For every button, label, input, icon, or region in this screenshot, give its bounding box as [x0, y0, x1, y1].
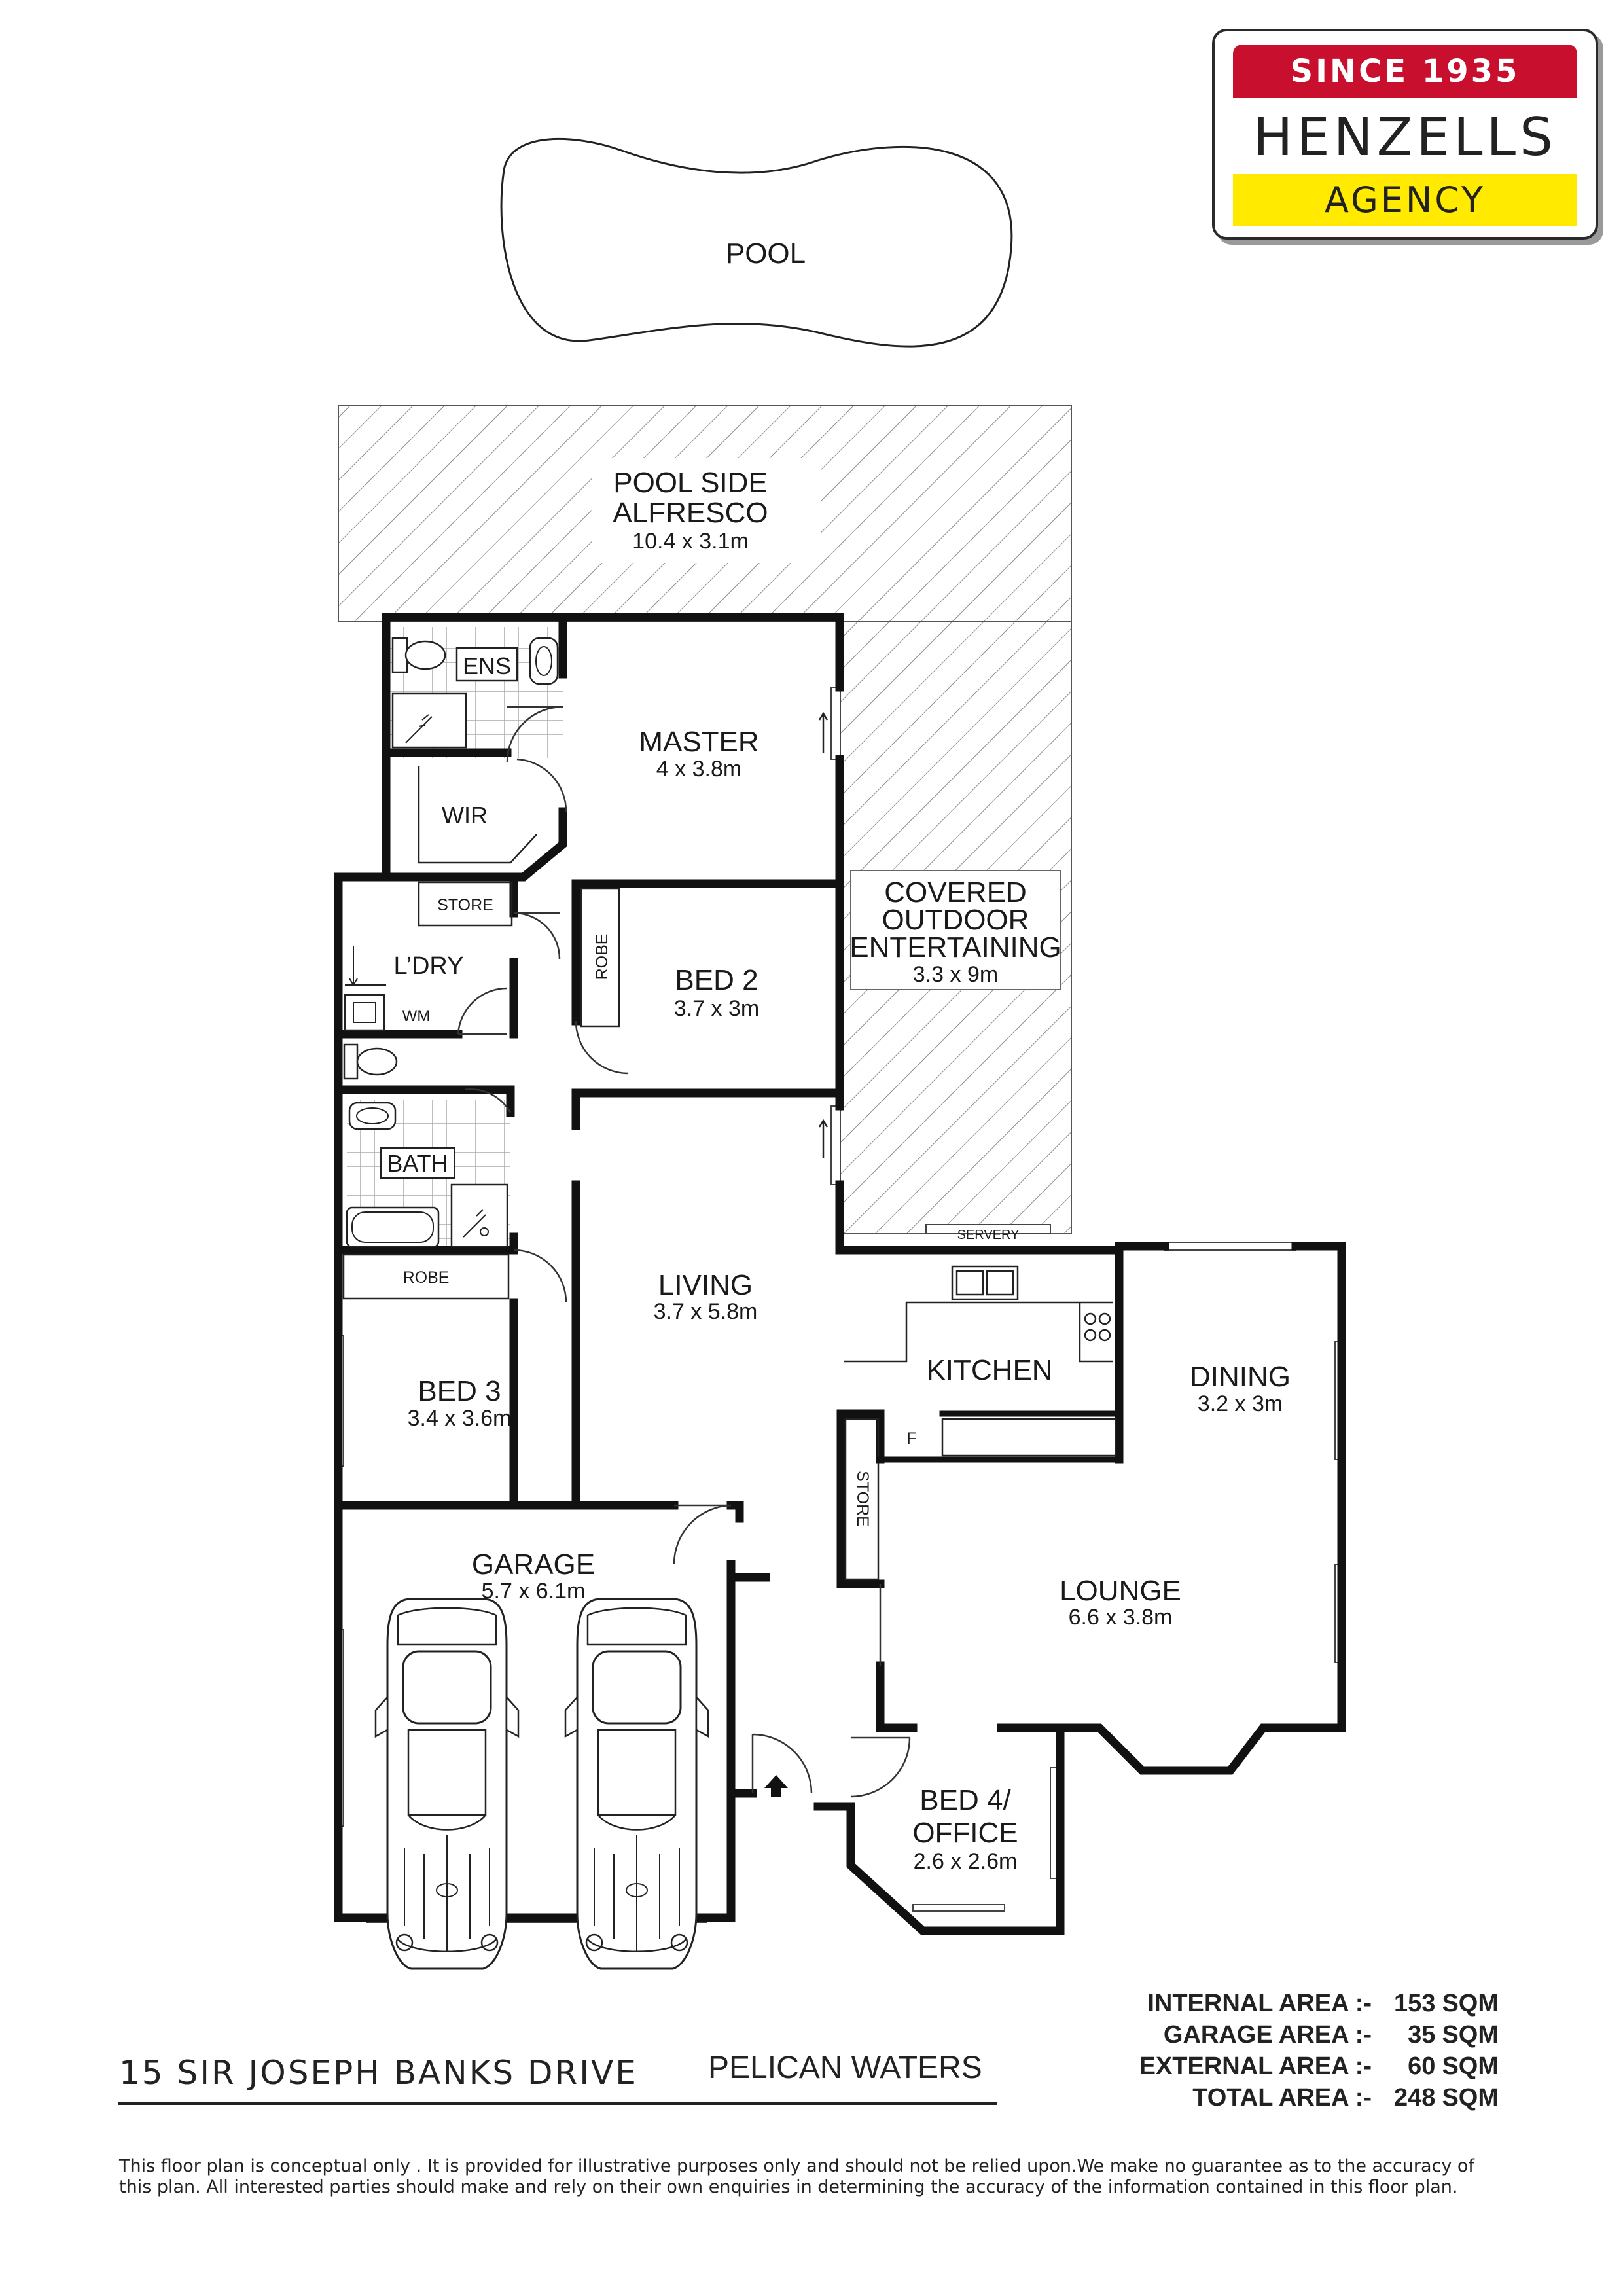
ensuite-fixtures: [391, 637, 559, 749]
garage-name: GARAGE: [472, 1549, 595, 1581]
store2-box: [844, 1418, 880, 1581]
wir-rail: [418, 766, 537, 864]
bed2-dims: 3.7 x 3m: [674, 996, 759, 1021]
toilet-icon: [343, 1043, 398, 1080]
alfresco-name-line1: POOL SIDE: [613, 467, 768, 499]
living-name: LIVING: [658, 1269, 753, 1301]
dining-name: DINING: [1190, 1361, 1291, 1393]
dining-dims: 3.2 x 3m: [1198, 1391, 1283, 1416]
kitchen-island: [877, 1410, 1122, 1463]
ldry-label: L’DRY: [393, 952, 463, 980]
cooktop-icon: [1084, 1312, 1111, 1342]
wir-label: WIR: [442, 802, 488, 829]
pool-outline: [500, 137, 1013, 348]
suburb: PELICAN WATERS: [708, 2051, 982, 2085]
disclaimer-text: This floor plan is conceptual only . It …: [119, 2156, 1474, 2197]
sliding-door-arrow-master: [818, 711, 829, 753]
master-dims: 4 x 3.8m: [656, 757, 741, 781]
car-icon-right: [564, 1598, 709, 1970]
area-label: EXTERNAL AREA :-: [1139, 2053, 1372, 2080]
pool-label: POOL: [726, 238, 806, 270]
kitchen-sink: [951, 1265, 1019, 1300]
garage-dims: 5.7 x 6.1m: [482, 1579, 586, 1604]
logo-name: HENZELLS: [1253, 107, 1557, 168]
area-label: GARAGE AREA :-: [1163, 2021, 1372, 2049]
walls: [334, 613, 1346, 1935]
covered-line2: OUTDOOR: [882, 904, 1029, 936]
bath-fixtures: [346, 1102, 508, 1248]
doors: [457, 706, 911, 1798]
store2-label: STORE: [853, 1471, 872, 1527]
agency-logo: SINCE 1935 HENZELLS AGENCY: [1212, 29, 1598, 240]
entry-arrow-shape: [764, 1775, 788, 1797]
address-divider: [118, 2102, 997, 2105]
fridge-label: F: [906, 1429, 916, 1448]
master-name: MASTER: [639, 726, 758, 758]
lounge-name: LOUNGE: [1060, 1575, 1181, 1607]
logo-since: SINCE 1935: [1233, 45, 1577, 98]
logo-subtitle: AGENCY: [1233, 174, 1577, 226]
kitchen-bench: [844, 1301, 1113, 1363]
robe-bed2: [580, 888, 620, 1028]
alfresco-name-line2: ALFRESCO: [613, 497, 768, 529]
bed3-name: BED 3: [418, 1375, 501, 1407]
robe1-label: ROBE: [593, 934, 611, 980]
bed4-line1: BED 4/: [919, 1784, 1011, 1816]
street-address: 15 SIR JOSEPH BANKS DRIVE: [119, 2054, 638, 2092]
robe-bed3: [342, 1253, 510, 1300]
living-dims: 3.7 x 5.8m: [654, 1299, 758, 1324]
servery-label: SERVERY: [957, 1228, 1020, 1242]
sliding-door-arrow-living: [818, 1119, 829, 1158]
covered-line3: ENTERTAINING: [849, 931, 1061, 963]
servery-counter: [925, 1224, 1051, 1234]
bed4-dims: 2.6 x 2.6m: [914, 1849, 1018, 1874]
bath-label: BATH: [387, 1150, 448, 1177]
ens-label: ENS: [463, 653, 511, 679]
laundry-fixtures: [344, 946, 386, 1031]
lounge-dims: 6.6 x 3.8m: [1069, 1605, 1173, 1630]
wm-label: WM: [402, 1007, 431, 1025]
car-icon-left: [374, 1598, 520, 1970]
kitchen-bench-right: [1079, 1302, 1113, 1363]
area-label: INTERNAL AREA :-: [1147, 1990, 1372, 2017]
area-label: TOTAL AREA :-: [1192, 2084, 1372, 2111]
bed4-line2: OFFICE: [912, 1817, 1018, 1849]
alfresco-dims: 10.4 x 3.1m: [632, 529, 749, 554]
store1-label: STORE: [437, 896, 493, 914]
bed3-dims: 3.4 x 3.6m: [408, 1406, 512, 1431]
store1-box: [418, 881, 513, 927]
bed2-name: BED 2: [675, 964, 758, 996]
covered-label-box: [850, 870, 1061, 990]
kitchen-name: KITCHEN: [926, 1354, 1052, 1386]
covered-dims: 3.3 x 9m: [913, 962, 998, 987]
bath-label-box: [380, 1147, 455, 1179]
covered-line1: COVERED: [884, 876, 1027, 908]
alfresco-label-box: [592, 458, 821, 563]
robe2-label: ROBE: [403, 1268, 450, 1287]
